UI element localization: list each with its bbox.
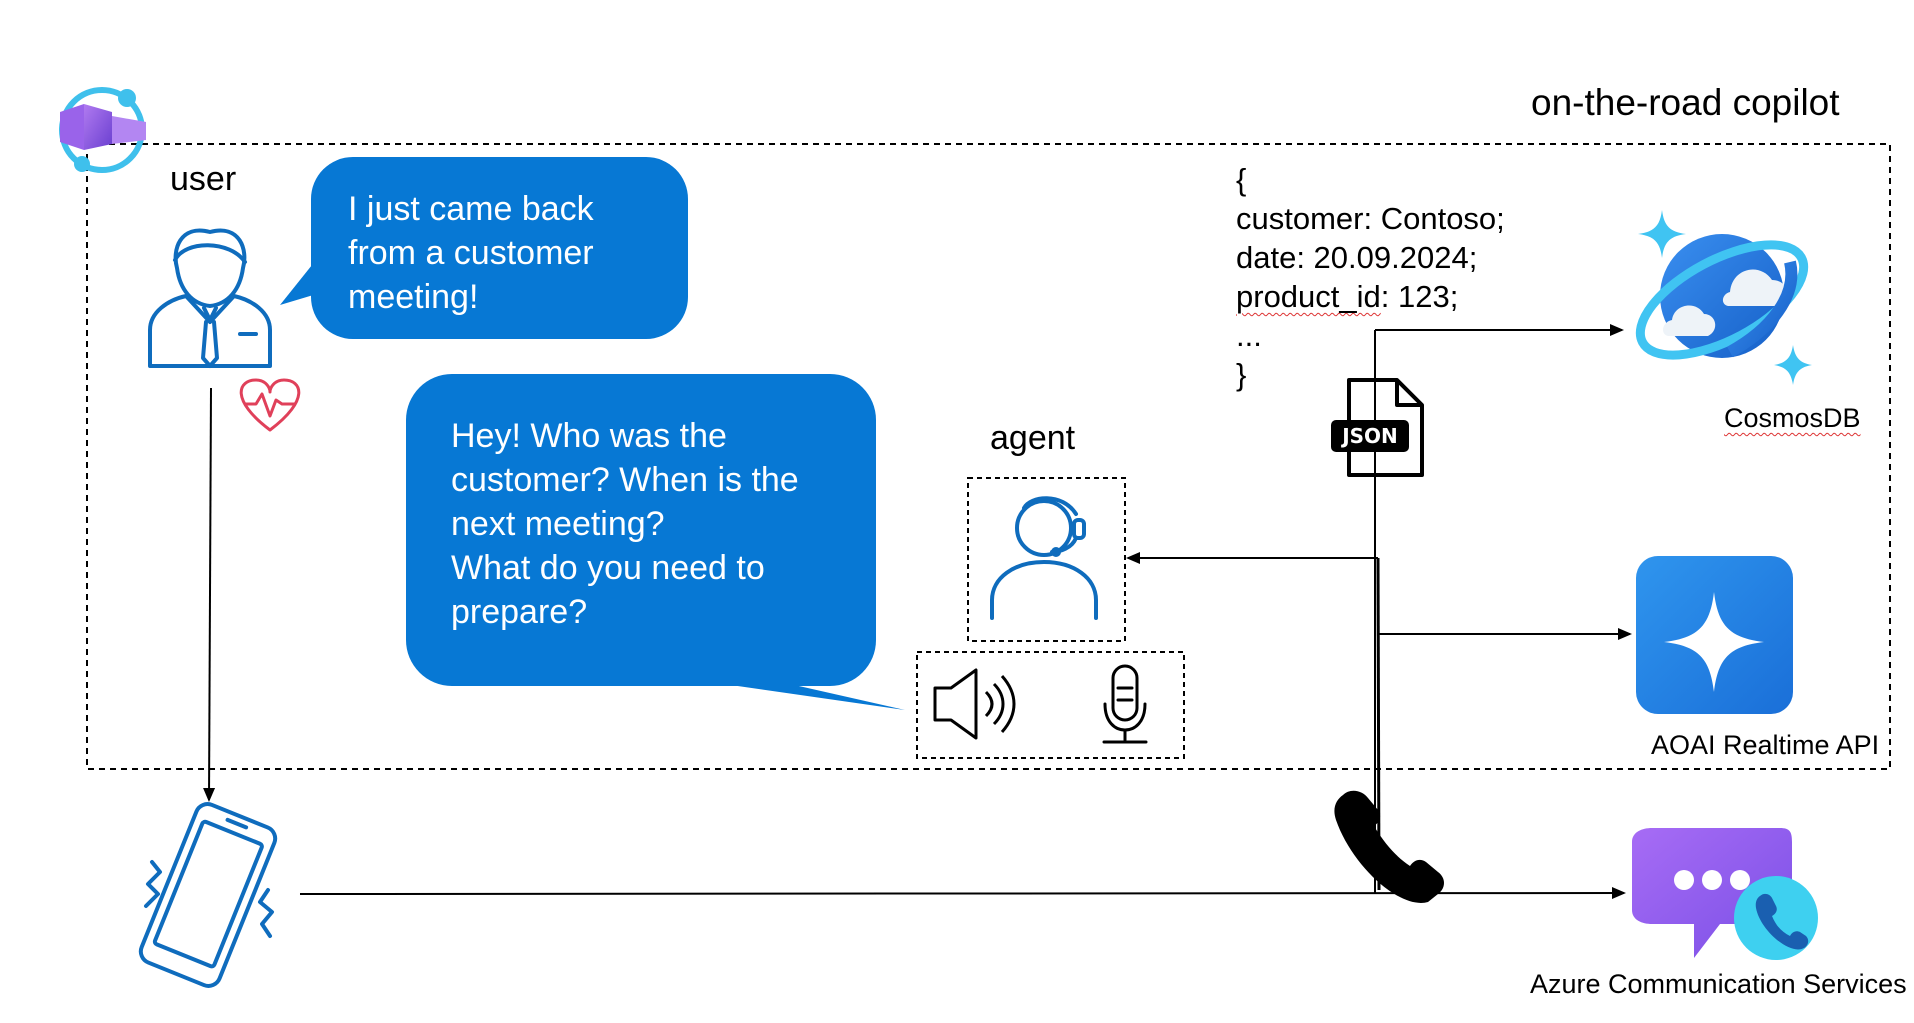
- agent-box: [967, 477, 1126, 642]
- json-ellipsis: ...: [1236, 318, 1262, 353]
- json-customer: customer: Contoso;: [1236, 201, 1505, 236]
- trunk-to-agent-line: [1376, 557, 1381, 891]
- json-date: date: 20.09.2024;: [1236, 240, 1478, 275]
- json-snippet: { customer: Contoso; date: 20.09.2024; p…: [1236, 160, 1505, 394]
- agent-bubble-line-3: next meeting?: [451, 505, 665, 543]
- json-product-row: product_id: 123;: [1236, 277, 1505, 316]
- app-logo-icon: [59, 87, 146, 173]
- agent-speech-bubble: Hey! Who was the customer? When is the n…: [406, 374, 876, 686]
- cosmosdb-label: CosmosDB: [1724, 403, 1861, 434]
- acs-label: Azure Communication Services: [1530, 969, 1907, 999]
- copilot-boundary: [86, 143, 1891, 770]
- heart-rate-icon: [239, 378, 301, 432]
- smartphone-icon: [138, 802, 278, 988]
- azure-communication-services-icon: [1632, 828, 1818, 960]
- json-open-brace: {: [1236, 162, 1247, 197]
- user-bubble-line-2: from a customer: [348, 234, 594, 272]
- aoai-realtime-icon: [1636, 556, 1793, 714]
- agent-bubble-line-5: prepare?: [451, 593, 588, 631]
- phone-to-acs-line: [299, 887, 1626, 900]
- speaker-icon: [933, 668, 1016, 740]
- user-speech-bubble: I just came back from a customer meeting…: [311, 157, 688, 339]
- diagram-title: on-the-road copilot: [1531, 82, 1840, 123]
- agent-headset-icon: [990, 496, 1098, 620]
- user-bubble-line-1: I just came back: [348, 190, 594, 228]
- user-label: user: [170, 160, 237, 198]
- json-product-value: : 123;: [1380, 279, 1459, 314]
- microphone-icon: [1102, 664, 1148, 744]
- user-icon: [148, 228, 272, 368]
- json-product-key: product_id: [1236, 279, 1381, 314]
- audio-box: [916, 651, 1185, 759]
- json-file-icon: [1331, 378, 1424, 477]
- agent-bubble-line-1: Hey! Who was the: [451, 417, 727, 455]
- phone-call-icon: [1334, 790, 1444, 903]
- user-bubble-line-3: meeting!: [348, 278, 479, 316]
- user-to-phone-line: [203, 387, 216, 802]
- agent-label: agent: [990, 419, 1076, 457]
- agent-bubble-line-2: customer? When is the: [451, 461, 799, 499]
- json-file-label: JSON: [1342, 424, 1398, 448]
- cosmosdb-icon: [1635, 210, 1812, 385]
- agent-bubble-line-4: What do you need to: [451, 549, 765, 587]
- cosmosdb-label-text: CosmosDB: [1724, 403, 1861, 433]
- aoai-label: AOAI Realtime API: [1651, 730, 1880, 760]
- json-close-brace: }: [1236, 357, 1247, 392]
